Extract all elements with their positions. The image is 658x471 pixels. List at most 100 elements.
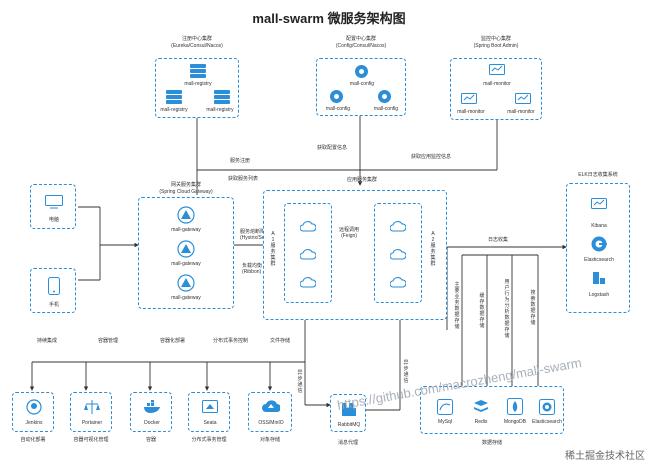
config-node-1: mall-config bbox=[349, 81, 375, 87]
oss-label: OSS/MinIO bbox=[258, 420, 284, 426]
seata-icon bbox=[202, 400, 218, 413]
server-icon bbox=[214, 90, 230, 104]
mongodb-icon bbox=[507, 398, 523, 415]
portainer-caption: 容器可视化管理 bbox=[73, 437, 109, 443]
gear-icon bbox=[378, 90, 391, 103]
computer-icon bbox=[45, 195, 63, 209]
monitor-sub: (Spring Boot Admin) bbox=[473, 43, 519, 49]
jenkins-box: Jenkins bbox=[12, 392, 54, 432]
pc-label: 电脑 bbox=[48, 217, 59, 223]
rabbitmq-box: RabbitMQ bbox=[330, 394, 366, 432]
storage-node-mongodb: MongoDB bbox=[503, 419, 527, 425]
docker-label: Docker bbox=[144, 420, 160, 426]
cloud-icon bbox=[390, 277, 406, 288]
gateway-node-3: mall-gateway bbox=[171, 295, 201, 301]
label-search: 搜索数据存储 bbox=[530, 290, 536, 326]
jenkins-caption: 自动化部署 bbox=[20, 437, 46, 443]
label-log-collect: 日志收集 bbox=[488, 237, 509, 243]
gateway-icon bbox=[177, 240, 195, 258]
monitor-icon bbox=[515, 93, 531, 104]
elasticsearch-icon bbox=[539, 399, 555, 415]
server-icon bbox=[166, 90, 182, 104]
jenkins-label: Jenkins bbox=[25, 420, 43, 426]
monitor-icon bbox=[489, 64, 505, 75]
storage-node-redis: Redis bbox=[474, 419, 488, 425]
registry-node-3: mall-registry bbox=[206, 107, 234, 113]
monitor-node-1: mall-monitor bbox=[483, 81, 511, 87]
seata-box: Seata bbox=[188, 392, 230, 432]
registry-node-2: mall-registry bbox=[160, 107, 188, 113]
elk-caption: ELK日志收集系统 bbox=[578, 172, 618, 178]
cloud-icon bbox=[300, 221, 316, 232]
gear-icon bbox=[330, 90, 343, 103]
elasticsearch-icon bbox=[591, 236, 607, 252]
registry-node-1: mall-registry bbox=[184, 81, 212, 87]
label-register: 服务注册 bbox=[230, 158, 251, 164]
label-feign: 远程调用 (Feign) bbox=[339, 227, 360, 239]
monitor-node-3: mall-monitor bbox=[507, 109, 535, 115]
elk-node-elasticsearch: Elasticsearch bbox=[584, 257, 614, 263]
config-caption: 配置中心集群 bbox=[345, 36, 376, 42]
rabbitmq-caption: 消息代理 bbox=[337, 440, 358, 446]
label-async-2: 异步通信 bbox=[403, 360, 409, 384]
elk-node-kibana: Kibana bbox=[591, 223, 607, 229]
label-app-service: 应用服务集群 bbox=[347, 177, 378, 183]
kibana-icon bbox=[591, 198, 607, 209]
portainer-icon bbox=[84, 400, 100, 414]
config-node-3: mall-config bbox=[373, 106, 399, 112]
cloud-upload-icon bbox=[262, 400, 280, 412]
elk-cluster: Kibana Elasticsearch Logstash bbox=[566, 183, 630, 313]
label-get-config: 获取配置信息 bbox=[317, 145, 348, 151]
config-sub: (Config/Consul/Nacos) bbox=[335, 43, 387, 49]
redis-icon bbox=[474, 400, 488, 412]
oss-box: OSS/MinIO bbox=[248, 392, 292, 432]
cloud-icon bbox=[300, 249, 316, 260]
label-container-viz: 容器化部署 bbox=[160, 338, 186, 344]
label-async: 异步通信 bbox=[297, 370, 303, 394]
registry-cluster: mall-registry mall-registry mall-registr… bbox=[155, 58, 239, 118]
logstash-icon bbox=[593, 272, 605, 284]
label-ci: 持续集成 bbox=[37, 338, 58, 344]
gateway-sub: (Spring Cloud Gateway) bbox=[159, 189, 213, 195]
gateway-cluster: mall-gateway mall-gateway mall-gateway bbox=[138, 197, 234, 309]
seata-caption: 分布式事务管理 bbox=[191, 437, 227, 443]
gateway-icon bbox=[177, 274, 195, 292]
gateway-icon bbox=[177, 206, 195, 224]
gateway-node-1: mall-gateway bbox=[171, 227, 201, 233]
rabbitmq-icon bbox=[342, 403, 356, 416]
label-get-service: 获取服务列表 bbox=[228, 176, 259, 182]
cloud-icon bbox=[390, 221, 406, 232]
elk-node-logstash: Logstash bbox=[588, 292, 610, 298]
phone-client: 手机 bbox=[30, 268, 76, 313]
monitor-icon bbox=[461, 93, 477, 104]
monitor-cluster: mall-monitor mall-monitor mall-monitor bbox=[450, 58, 542, 120]
portainer-label: Portainer bbox=[81, 420, 103, 426]
storage-node-elasticsearch: Elasticsearch bbox=[532, 419, 562, 425]
mysql-icon bbox=[437, 399, 453, 415]
label-get-monitor: 获取应用监控信息 bbox=[411, 154, 452, 160]
a2-label: A2服务集群 bbox=[430, 231, 436, 267]
storage-node-mysql: MySql bbox=[438, 419, 452, 425]
docker-box: Docker bbox=[130, 392, 172, 432]
jenkins-icon bbox=[26, 399, 42, 415]
a1-cluster bbox=[284, 203, 332, 303]
label-cache: 缓存数据存储 bbox=[479, 293, 485, 329]
seata-label: Seata bbox=[203, 420, 217, 426]
monitor-caption: 监控中心集群 bbox=[480, 36, 511, 42]
oss-caption: 对象存储 bbox=[259, 437, 280, 443]
storage-cluster: MySql Redis MongoDB Elasticsearch bbox=[420, 386, 564, 434]
gateway-node-2: mall-gateway bbox=[171, 261, 201, 267]
label-container-mgmt: 容器管理 bbox=[98, 338, 119, 344]
storage-caption: 数据存储 bbox=[481, 440, 502, 446]
label-file-store: 文件存储 bbox=[270, 338, 291, 344]
cloud-icon bbox=[300, 277, 316, 288]
label-ribbon: 负载均衡 (Ribbon) bbox=[242, 263, 263, 275]
label-user-behavior: 用户行为分析数据存储 bbox=[504, 279, 510, 339]
docker-caption: 容器 bbox=[145, 437, 156, 443]
phone-label: 手机 bbox=[48, 302, 59, 308]
monitor-node-2: mall-monitor bbox=[457, 109, 485, 115]
label-hystrix: 服务熔断降级 (Hystrix/Sentinel) bbox=[240, 229, 279, 241]
portainer-box: Portainer bbox=[70, 392, 112, 432]
docker-icon bbox=[144, 400, 160, 413]
config-cluster: mall-config mall-config mall-config bbox=[316, 58, 406, 116]
